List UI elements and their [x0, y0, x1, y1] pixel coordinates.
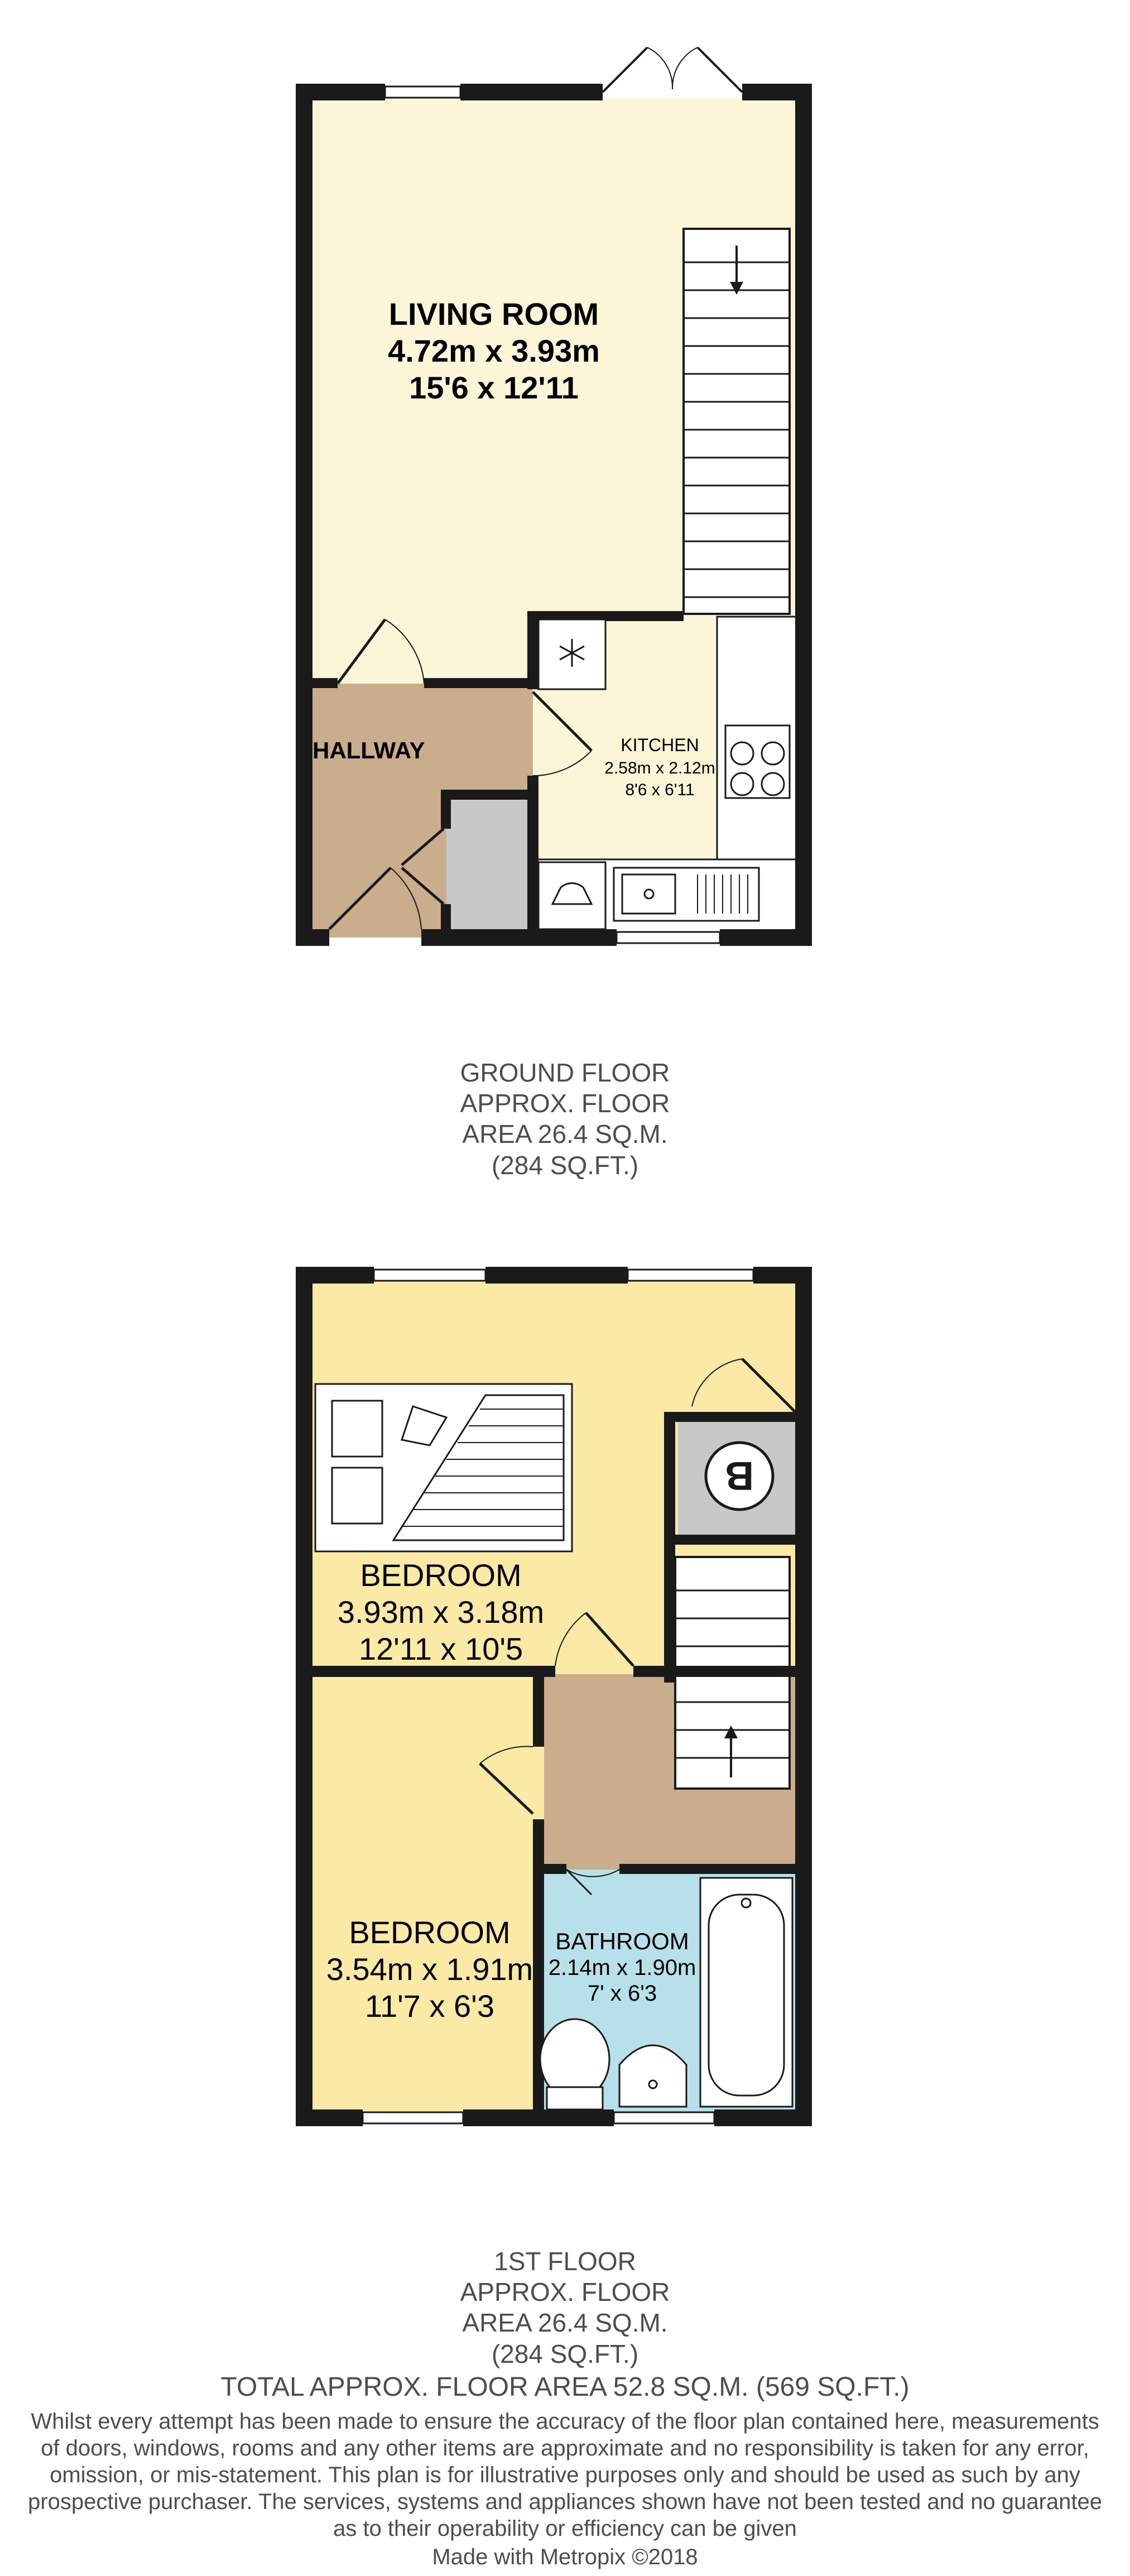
room-label-living-room: LIVING ROOM 4.72m x 3.93m 15'6 x 12'11	[349, 296, 639, 406]
first-floor: B	[296, 1267, 812, 2126]
freezer-icon	[537, 618, 607, 690]
disclaimer-line: as to their operability or efficiency ca…	[333, 2516, 797, 2541]
room-name: BATHROOM	[555, 1928, 689, 1954]
disclaimer-line: Whilst every attempt has been made to en…	[31, 2409, 1099, 2434]
room-imperial: 7' x 6'3	[587, 1981, 657, 2006]
door-swing-icon	[328, 618, 593, 930]
room-metric: 2.58m x 2.12m	[604, 758, 715, 777]
toilet-icon	[539, 2018, 610, 2111]
stairs-icon	[682, 228, 791, 615]
room-name: HALLWAY	[312, 737, 425, 763]
cupboard-floor	[446, 795, 533, 938]
disclaimer: Whilst every attempt has been made to en…	[0, 2408, 1130, 2542]
ground-floor-area-note: GROUND FLOOR APPROX. FLOOR AREA 26.4 SQ.…	[0, 1058, 1130, 1181]
room-name: LIVING ROOM	[388, 296, 599, 331]
room-metric: 3.54m x 1.91m	[326, 1952, 533, 1987]
room-metric: 3.93m x 3.18m	[337, 1594, 545, 1630]
room-imperial: 15'6 x 12'11	[409, 370, 579, 406]
disclaimer-line: omission, or mis-statement. This plan is…	[50, 2463, 1080, 2487]
area-line-1: APPROX. FLOOR	[460, 2277, 670, 2307]
area-line-3: (284 SQ.FT.)	[491, 1150, 639, 1180]
floor-label: 1ST FLOOR	[494, 2247, 636, 2276]
hob-icon	[724, 724, 791, 799]
area-line-1: APPROX. FLOOR	[460, 1089, 670, 1118]
boiler-icon: B	[704, 1441, 775, 1511]
room-metric: 2.14m x 1.90m	[548, 1955, 696, 1981]
sink-icon	[613, 867, 760, 922]
bath-icon	[699, 1877, 794, 2108]
door-swing-icon	[479, 1358, 796, 1896]
disclaimer-line: prospective purchaser. The services, sys…	[28, 2490, 1102, 2514]
window-icon	[384, 85, 721, 944]
room-label-bathroom: BATHROOM 2.14m x 1.90m 7' x 6'3	[536, 1928, 709, 2006]
window-icon	[362, 1268, 754, 2125]
boiler-symbol: B	[725, 1453, 754, 1498]
total-floor-area: TOTAL APPROX. FLOOR AREA 52.8 SQ.M. (569…	[220, 2372, 910, 2402]
washer-icon	[537, 861, 607, 930]
room-metric: 4.72m x 3.93m	[388, 333, 600, 369]
ground-floor	[296, 46, 812, 946]
room-name: KITCHEN	[621, 735, 699, 755]
basin-icon	[618, 2044, 687, 2108]
room-name: BEDROOM	[360, 1558, 522, 1593]
room-label-kitchen: KITCHEN 2.58m x 2.12m 8'6 x 6'11	[580, 734, 739, 801]
first-floor-area-note: 1ST FLOOR APPROX. FLOOR AREA 26.4 SQ.M. …	[0, 2246, 1130, 2370]
room-label-bedroom-1: BEDROOM 3.93m x 3.18m 12'11 x 10'5	[318, 1557, 564, 1667]
french-door-icon	[602, 46, 743, 98]
room-label-bedroom-2: BEDROOM 3.54m x 1.91m 11'7 x 6'3	[304, 1914, 555, 2025]
floor-label: GROUND FLOOR	[460, 1058, 670, 1087]
credit: Made with Metropix ©2018	[432, 2545, 698, 2569]
disclaimer-line: of doors, windows, rooms and any other i…	[41, 2436, 1089, 2460]
bed-icon	[314, 1383, 573, 1553]
room-label-hallway: HALLWAY	[312, 737, 441, 765]
area-line-2: AREA 26.4 SQ.M.	[462, 2308, 668, 2338]
room-imperial: 12'11 x 10'5	[358, 1631, 523, 1667]
landing-floor-left	[544, 1585, 672, 1674]
bedroom2-floor	[310, 1671, 544, 2118]
area-line-3: (284 SQ.FT.)	[491, 2339, 639, 2368]
room-imperial: 11'7 x 6'3	[364, 1988, 495, 2024]
area-line-2: AREA 26.4 SQ.M.	[462, 1119, 668, 1149]
room-name: BEDROOM	[349, 1915, 511, 1950]
room-imperial: 8'6 x 6'11	[625, 780, 695, 799]
